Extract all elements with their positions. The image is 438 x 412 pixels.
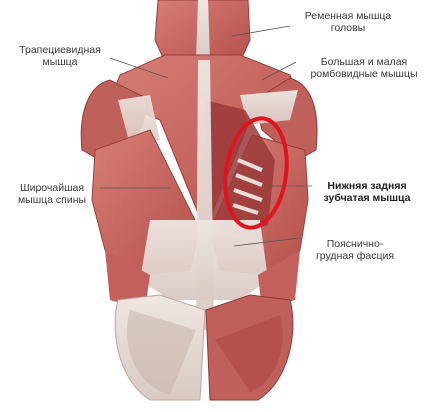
label-latissimus: Широчайшая мышца спины [17, 182, 87, 206]
label-fascia: Пояснично- грудная фасция [315, 238, 395, 262]
lower-right-torso [258, 250, 300, 310]
deep-muscle-area [205, 100, 275, 235]
label-serratus: Нижняя задняя зубчатая мышца [323, 180, 411, 204]
lower-left-torso [105, 250, 150, 310]
thoracolumbar-fascia [140, 220, 268, 300]
right-gluteus-shade [215, 315, 283, 392]
leader-lines [100, 25, 312, 247]
label-rhomboid: Большая и малая ромбовидные мышцы [310, 56, 418, 80]
leader-splenius [231, 25, 291, 37]
neck-tendon [196, 0, 210, 60]
leader-trapezius [109, 57, 169, 79]
label-trapezius: Трапециевидная мышца [19, 44, 101, 68]
highlight-ellipse [223, 116, 289, 230]
leader-rhomboid [261, 61, 297, 81]
serratus-stripes [232, 158, 263, 215]
right-scapula [240, 90, 298, 125]
leader-fascia [233, 237, 301, 247]
left-gluteus-muscle [126, 310, 196, 395]
label-splenius: Ременная мышца головы [304, 10, 392, 34]
